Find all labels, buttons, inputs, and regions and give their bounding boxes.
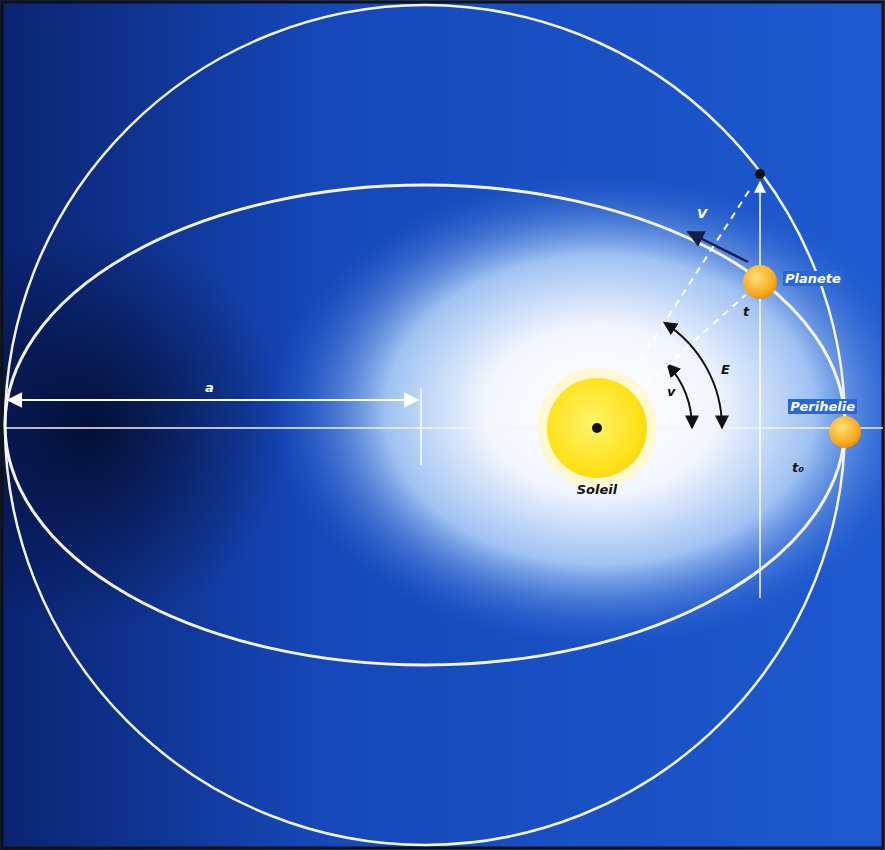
eccentric-anomaly-label: E	[721, 362, 730, 377]
planet-ball: Planete	[743, 265, 777, 299]
perihelion-ball: Perihelie	[829, 416, 861, 448]
sun-disc: Soleil	[547, 378, 647, 478]
sun-centre-dot	[592, 423, 602, 433]
body-name: Soleil	[575, 482, 619, 497]
radius-vector	[636, 295, 746, 394]
semi-major-axis-label: a	[205, 380, 214, 395]
epoch-label: t₀	[792, 460, 804, 475]
body-name: Planete	[783, 271, 843, 286]
body-name: Perihelie	[788, 399, 857, 414]
true-anomaly-label: v	[667, 384, 675, 399]
time-label: t	[743, 304, 749, 319]
velocity-label: V	[697, 206, 707, 221]
